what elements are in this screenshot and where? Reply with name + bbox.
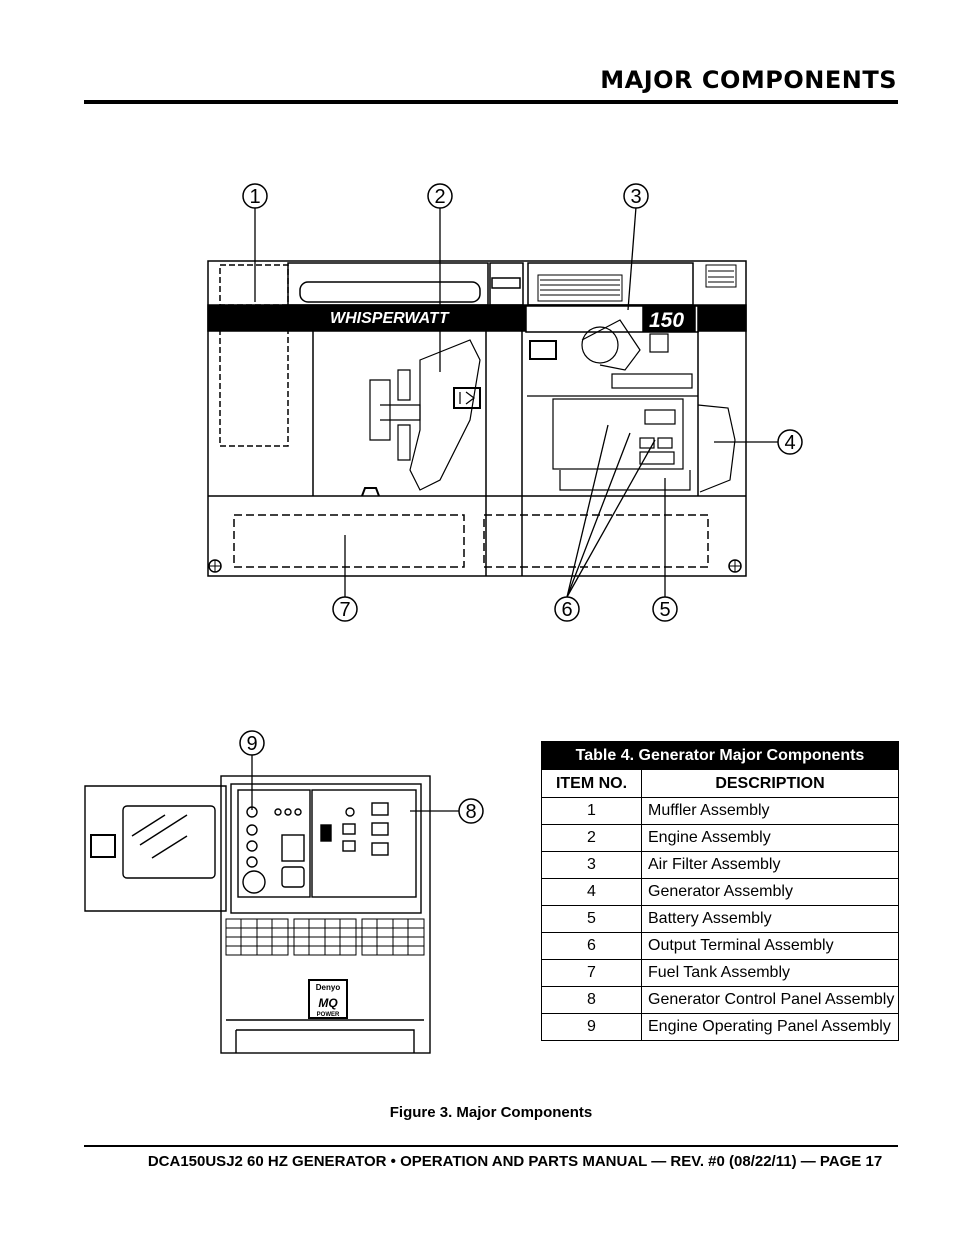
- item-number: 1: [541, 797, 642, 825]
- callout-8: 8: [458, 798, 484, 824]
- item-description: Engine Assembly: [641, 824, 899, 852]
- item-description: Engine Operating Panel Assembly: [641, 1013, 899, 1041]
- svg-text:9: 9: [246, 733, 257, 755]
- item-description: Battery Assembly: [641, 905, 899, 933]
- item-number: 7: [541, 959, 642, 987]
- cabinet-body: [220, 775, 431, 1054]
- components-table: Table 4. Generator Major Components ITEM…: [541, 741, 899, 1041]
- generator-front-view: Denyo MQ POWER: [84, 775, 431, 1054]
- figure-caption: Figure 3. Major Components: [389, 1104, 593, 1121]
- open-door: [84, 785, 227, 912]
- item-description: Generator Control Panel Assembly: [641, 986, 899, 1014]
- major-components-diagram: WHISPERWATT 150: [84, 183, 803, 1054]
- item-number: 6: [541, 932, 642, 960]
- svg-text:MQ: MQ: [318, 996, 338, 1010]
- svg-text:4: 4: [784, 432, 795, 454]
- item-description: Fuel Tank Assembly: [641, 959, 899, 987]
- grille: [225, 918, 425, 956]
- logo-sub: POWER: [317, 1012, 340, 1018]
- callout-7: 7: [332, 596, 358, 622]
- callout-4: 4: [777, 429, 803, 455]
- table-title: Table 4. Generator Major Components: [541, 741, 899, 770]
- svg-text:7: 7: [339, 599, 350, 621]
- enclosure-outline: [207, 260, 747, 577]
- item-number: 3: [541, 851, 642, 879]
- callout-9: 9: [239, 730, 265, 756]
- column-header-item: ITEM NO.: [541, 769, 642, 798]
- denyo-logo: [308, 979, 348, 1019]
- item-number: 5: [541, 905, 642, 933]
- callout-1: 1: [242, 183, 268, 209]
- callout-6: 6: [554, 596, 580, 622]
- item-description: Muffler Assembly: [641, 797, 899, 825]
- item-description: Output Terminal Assembly: [641, 932, 899, 960]
- svg-text:2: 2: [434, 186, 445, 208]
- leader-lines: [254, 206, 779, 598]
- louvers: [537, 264, 737, 302]
- brand-label: WHISPERWATT: [330, 310, 450, 327]
- item-number: 9: [541, 1013, 642, 1041]
- air-filter-sketch: [527, 319, 698, 397]
- title-rule: [84, 100, 898, 104]
- svg-text:1: 1: [249, 186, 260, 208]
- svg-text:3: 3: [630, 186, 641, 208]
- svg-text:6: 6: [561, 599, 572, 621]
- footer-rule: [84, 1145, 898, 1147]
- front-leader-lines: [251, 755, 459, 812]
- page-title: MAJOR COMPONENTS: [600, 66, 897, 94]
- generator-sketch: [552, 398, 736, 493]
- fuel-tank-outline: [233, 514, 465, 568]
- generator-side-view: WHISPERWATT 150: [207, 260, 747, 577]
- svg-text:5: 5: [659, 599, 670, 621]
- model-label: 150: [649, 309, 684, 332]
- logo-text: Denyo: [316, 983, 341, 992]
- engine-sketch: [369, 339, 481, 491]
- item-description: Generator Assembly: [641, 878, 899, 906]
- callout-3: 3: [623, 183, 649, 209]
- item-number: 4: [541, 878, 642, 906]
- svg-text:8: 8: [465, 801, 476, 823]
- item-number: 2: [541, 824, 642, 852]
- item-description: Air Filter Assembly: [641, 851, 899, 879]
- item-number: 8: [541, 986, 642, 1014]
- callout-5: 5: [652, 596, 678, 622]
- column-header-description: DESCRIPTION: [641, 769, 899, 798]
- engine-operating-panel: [237, 789, 311, 898]
- callout-2: 2: [427, 183, 453, 209]
- generator-control-panel: [311, 789, 417, 898]
- footer-text: DCA150USJ2 60 HZ GENERATOR • OPERATION A…: [147, 1153, 883, 1170]
